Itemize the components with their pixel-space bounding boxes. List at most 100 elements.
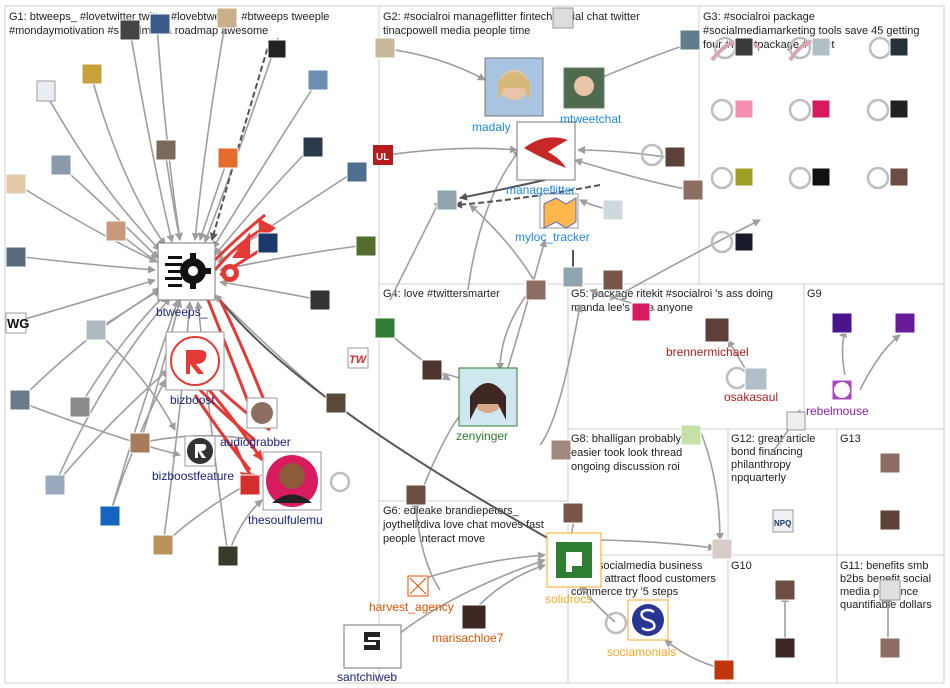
avatar[interactable] bbox=[705, 318, 729, 342]
self-loop bbox=[712, 168, 732, 188]
avatar[interactable] bbox=[217, 8, 237, 28]
avatar[interactable] bbox=[268, 40, 286, 58]
label-solidrocs: solidrocs bbox=[545, 592, 592, 606]
avatar[interactable] bbox=[100, 506, 120, 526]
avatar[interactable] bbox=[218, 546, 238, 566]
avatar[interactable] bbox=[563, 503, 583, 523]
avatar[interactable] bbox=[895, 313, 915, 333]
avatar[interactable] bbox=[347, 162, 367, 182]
avatar[interactable] bbox=[45, 475, 65, 495]
avatar[interactable] bbox=[714, 660, 734, 680]
label-bizboostfeature: bizboostfeature bbox=[152, 469, 234, 483]
avatar[interactable] bbox=[735, 168, 753, 186]
avatar[interactable] bbox=[812, 100, 830, 118]
self-loop bbox=[870, 38, 890, 58]
avatar[interactable] bbox=[603, 270, 623, 290]
avatar[interactable] bbox=[680, 30, 700, 50]
g9-title: G9 bbox=[807, 288, 822, 300]
wg-logo-text: WG bbox=[7, 316, 29, 331]
avatar[interactable] bbox=[437, 190, 457, 210]
avatar[interactable] bbox=[775, 580, 795, 600]
edges bbox=[15, 18, 900, 668]
avatar[interactable] bbox=[120, 20, 140, 40]
avatar[interactable] bbox=[6, 247, 26, 267]
self-loop bbox=[868, 168, 888, 188]
g2-title: G2: #socialroi manageflitter fintech soc… bbox=[383, 11, 640, 37]
avatar[interactable] bbox=[880, 453, 900, 473]
avatar[interactable] bbox=[890, 100, 908, 118]
self-loop bbox=[606, 613, 626, 633]
avatar[interactable] bbox=[218, 148, 238, 168]
avatar[interactable] bbox=[70, 397, 90, 417]
avatar[interactable] bbox=[712, 539, 732, 559]
label-zenyinger: zenyinger bbox=[456, 429, 508, 443]
avatar[interactable] bbox=[880, 580, 900, 600]
npq-logo-text: NPQ bbox=[774, 519, 791, 528]
self-loop bbox=[712, 232, 732, 252]
self-loop bbox=[868, 100, 888, 120]
avatar[interactable] bbox=[553, 8, 573, 28]
g5-title: G5: package ritekit #socialroi 's ass do… bbox=[571, 288, 773, 314]
avatar[interactable] bbox=[303, 137, 323, 157]
avatar-nodes bbox=[6, 8, 915, 680]
avatar[interactable] bbox=[735, 100, 753, 118]
avatar[interactable] bbox=[156, 140, 176, 160]
avatar[interactable] bbox=[150, 14, 170, 34]
avatar[interactable] bbox=[406, 485, 426, 505]
g12-title: G12: great articlebond financingphilanth… bbox=[731, 433, 815, 484]
thesoulfulemu-face bbox=[279, 463, 305, 489]
avatar[interactable] bbox=[787, 412, 805, 430]
avatar[interactable] bbox=[812, 38, 830, 56]
avatar[interactable] bbox=[665, 147, 685, 167]
audiograbber-icon bbox=[251, 402, 273, 424]
avatar[interactable] bbox=[880, 510, 900, 530]
avatar[interactable] bbox=[6, 174, 26, 194]
self-loop bbox=[727, 368, 747, 388]
marisachloe-node[interactable] bbox=[462, 605, 486, 629]
avatar[interactable] bbox=[775, 638, 795, 658]
avatar[interactable] bbox=[681, 425, 701, 445]
avatar[interactable] bbox=[812, 168, 830, 186]
avatar[interactable] bbox=[375, 38, 395, 58]
avatar[interactable] bbox=[258, 233, 278, 253]
avatar[interactable] bbox=[10, 390, 30, 410]
label-btweeps: btweeps_ bbox=[156, 305, 208, 319]
avatar[interactable] bbox=[563, 267, 583, 287]
avatar[interactable] bbox=[890, 38, 908, 56]
avatar[interactable] bbox=[375, 318, 395, 338]
avatar[interactable] bbox=[308, 70, 328, 90]
avatar[interactable] bbox=[632, 303, 650, 321]
avatar[interactable] bbox=[326, 393, 346, 413]
avatar[interactable] bbox=[735, 233, 753, 251]
avatar[interactable] bbox=[880, 638, 900, 658]
avatar[interactable] bbox=[745, 368, 767, 390]
avatar[interactable] bbox=[526, 280, 546, 300]
avatar[interactable] bbox=[51, 155, 71, 175]
avatar[interactable] bbox=[603, 200, 623, 220]
avatar[interactable] bbox=[37, 81, 55, 101]
avatar[interactable] bbox=[240, 475, 260, 495]
avatar[interactable] bbox=[551, 440, 571, 460]
avatar[interactable] bbox=[890, 168, 908, 186]
label-santchiweb: santchiweb bbox=[337, 670, 397, 684]
avatar[interactable] bbox=[683, 180, 703, 200]
label-myloc: myloc_tracker bbox=[515, 230, 590, 244]
avatar[interactable] bbox=[735, 38, 753, 56]
avatar[interactable] bbox=[130, 433, 150, 453]
label-rebelmouse: rebelmouse bbox=[806, 404, 869, 418]
label-osakasaul: osakasaul bbox=[724, 390, 778, 404]
self-loop bbox=[790, 168, 810, 188]
avatar[interactable] bbox=[82, 64, 102, 84]
avatar[interactable] bbox=[106, 221, 126, 241]
label-thesoulfulemu: thesoulfulemu bbox=[248, 513, 323, 527]
avatar[interactable] bbox=[356, 236, 376, 256]
avatar[interactable] bbox=[422, 360, 442, 380]
self-loop bbox=[331, 473, 349, 491]
avatar[interactable] bbox=[86, 320, 106, 340]
tw-logo-text: TW bbox=[349, 354, 368, 366]
avatar[interactable] bbox=[153, 535, 173, 555]
label-brennermichael: brennermichael bbox=[666, 345, 749, 359]
avatar[interactable] bbox=[832, 313, 852, 333]
avatar[interactable] bbox=[310, 290, 330, 310]
